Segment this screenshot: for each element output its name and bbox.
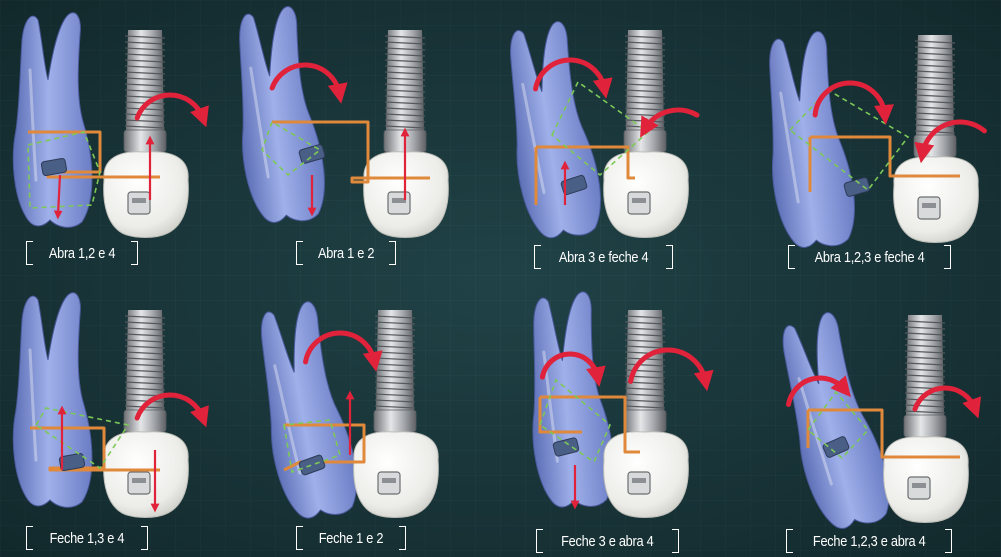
crown-bracket-slot [632,478,646,483]
panel-6-caption: Feche 1 e 2 [296,525,406,551]
panel-7-caption: Feche 3 e abra 4 [536,528,679,554]
panel-3: Abra 3 e feche 4 [490,0,750,270]
tooth-body [13,293,92,508]
tooth-body [228,5,329,227]
bracket-right [399,526,406,550]
panel-1-caption-text: Abra 1,2 e 4 [49,245,115,262]
crown-bracket-slot [632,198,646,203]
natural-tooth [758,30,859,252]
crown-bracket-slot [132,478,146,483]
panel-6: Feche 1 e 2 [240,280,490,557]
panel-5-illustration [0,280,240,557]
implant-with-crown [604,310,689,518]
panel-2-illustration [240,0,490,270]
panel-2-caption: Abra 1 e 2 [296,240,396,266]
bracket-right [672,529,679,553]
panel-8-caption-text: Feche 1,2,3 e abra 4 [813,533,926,550]
panel-5: Feche 1,3 e 4 [0,280,240,557]
panel-4-caption-text: Abra 1,2,3 e feche 4 [815,249,925,266]
panel-7-caption-text: Feche 3 e abra 4 [561,533,653,550]
panel-6-illustration [240,280,490,557]
panel-5-caption-text: Feche 1,3 e 4 [50,530,125,547]
panel-4-illustration [750,0,1001,270]
implant-with-crown [104,310,189,518]
tooth-body [758,30,859,252]
bracket-right [131,241,138,265]
natural-tooth [228,5,329,227]
panel-6-caption-text: Feche 1 e 2 [319,530,384,547]
tooth-body [769,308,897,535]
tooth-body [13,13,92,228]
panel-3-caption-text: Abra 3 e feche 4 [559,249,648,266]
tooth-body [523,291,616,511]
panel-4: Abra 1,2,3 e feche 4 [750,0,1001,270]
bracket-left [26,526,33,550]
bracket-right [141,526,148,550]
bracket-left [536,529,543,553]
implant-with-crown [354,310,439,518]
panel-8-caption: Feche 1,2,3 e abra 4 [786,528,952,554]
bracket-left [786,529,793,553]
crown-bracket-slot [132,198,146,203]
panel-1-illustration [0,0,240,270]
panel-8-illustration [750,280,1001,557]
implant-collar [124,130,166,152]
implant-with-crown [104,30,189,238]
implant-with-crown [894,35,979,243]
implant-collar [124,410,166,432]
panel-1: Abra 1,2 e 4 [0,0,240,270]
crown-bracket-slot [922,203,936,208]
panel-3-illustration [490,0,750,270]
natural-tooth [523,291,616,511]
implant-collar [374,410,416,432]
tooth-body [498,19,606,242]
bracket-left [534,245,541,269]
bracket-right [389,241,396,265]
panel-1-caption: Abra 1,2 e 4 [26,240,138,266]
bracket-right [666,245,673,269]
crown-bracket-slot [912,483,926,488]
natural-tooth [498,19,606,242]
bracket-left [296,526,303,550]
implant-collar [904,415,946,437]
crown-bracket-slot [382,478,396,483]
panel-4-caption: Abra 1,2,3 e feche 4 [788,244,951,270]
panel-5-caption: Feche 1,3 e 4 [26,525,148,551]
panel-2: Abra 1 e 2 [240,0,490,270]
bracket-right [944,245,951,269]
panel-3-caption: Abra 3 e feche 4 [534,244,673,270]
panel-8: Feche 1,2,3 e abra 4 [750,280,1001,557]
panel-2-caption-text: Abra 1 e 2 [318,245,374,262]
implant-collar [624,410,666,432]
panel-7-illustration [490,280,750,557]
implant-collar [624,130,666,152]
natural-tooth [13,13,92,228]
natural-tooth [13,293,92,508]
bracket-left [296,241,303,265]
bracket-left [26,241,33,265]
implant-with-crown [884,315,969,523]
bracket-right [945,529,952,553]
natural-tooth [769,308,897,535]
panel-7: Feche 3 e abra 4 [490,280,750,557]
bracket-left [788,245,795,269]
